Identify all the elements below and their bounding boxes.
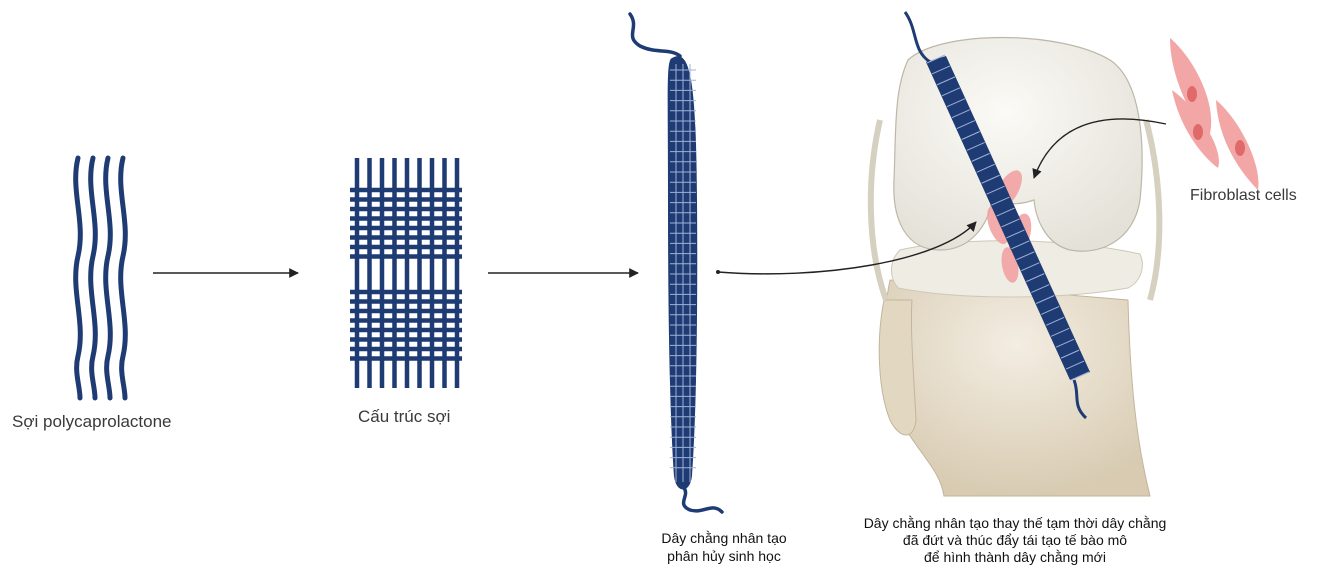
label-fibroblast-cells: Fibroblast cells bbox=[1190, 187, 1297, 205]
label-artificial-ligament-line1: Dây chằng nhân tạo bbox=[640, 529, 808, 547]
label-artificial-ligament-line2: phân hủy sinh học bbox=[640, 547, 808, 565]
label-artificial-ligament: Dây chằng nhân tạo phân hủy sinh học bbox=[640, 529, 808, 565]
arrow-3-start-dot bbox=[716, 270, 720, 274]
knee-illustration bbox=[871, 12, 1160, 496]
label-pcl-fiber: Sợi polycaprolactone bbox=[12, 412, 172, 432]
fibroblast-cells bbox=[1170, 38, 1258, 190]
label-knee-caption-line3: để hình thành dây chằng mới bbox=[820, 549, 1210, 566]
label-fiber-structure: Cấu trúc sợi bbox=[358, 407, 450, 427]
label-knee-caption: Dây chằng nhân tạo thay thế tạm thời dây… bbox=[820, 515, 1210, 566]
fiber-structure bbox=[350, 158, 462, 388]
label-knee-caption-line2: đã đứt và thúc đẩy tái tạo tế bào mô bbox=[820, 532, 1210, 549]
label-knee-caption-line1: Dây chằng nhân tạo thay thế tạm thời dây… bbox=[820, 515, 1210, 532]
pcl-fibers bbox=[76, 158, 126, 398]
artificial-ligament bbox=[630, 14, 722, 512]
